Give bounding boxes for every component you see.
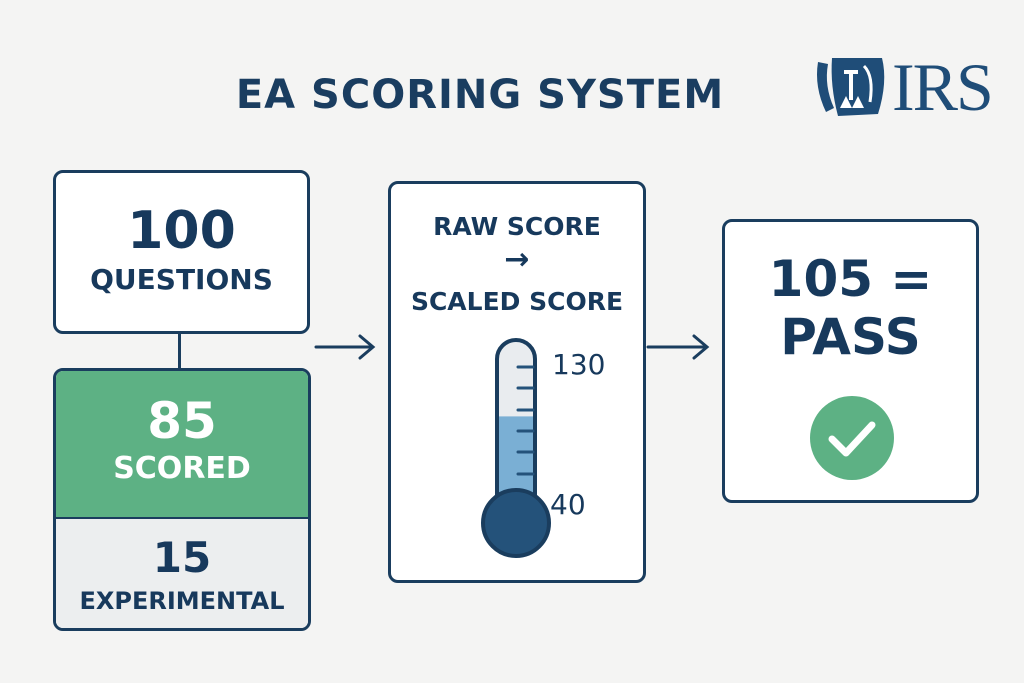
questions-number: 100 — [127, 201, 236, 261]
arrow-right-icon — [314, 334, 376, 360]
thermometer-max-label: 130 — [552, 348, 606, 381]
thermometer-min-label: 40 — [550, 488, 586, 521]
page-title: EA SCORING SYSTEM — [235, 72, 725, 118]
scored-number: 85 — [147, 392, 217, 450]
thermometer-gauge — [481, 338, 551, 558]
experimental-number: 15 — [152, 533, 212, 582]
experimental-section: 15 EXPERIMENTAL — [56, 519, 308, 628]
thermometer-bulb — [481, 488, 551, 558]
total-questions-card: 100 QUESTIONS — [53, 170, 310, 334]
pass-label: PASS — [780, 308, 921, 366]
question-breakdown-card: 85 SCORED 15 EXPERIMENTAL — [53, 368, 311, 631]
scored-section: 85 SCORED — [56, 371, 308, 519]
check-circle-icon — [810, 396, 894, 480]
thermometer-ticks — [516, 365, 535, 476]
questions-label: QUESTIONS — [90, 263, 273, 296]
pass-score: 105 = — [768, 250, 933, 308]
irs-logo: IRS — [812, 49, 1012, 125]
raw-score-label: RAW SCORE — [433, 212, 601, 241]
conversion-arrow: → — [504, 242, 530, 277]
connector-line — [178, 333, 181, 369]
scored-label: SCORED — [113, 451, 251, 486]
scaled-score-label: SCALED SCORE — [410, 287, 624, 316]
eagle-seal-icon — [817, 58, 885, 116]
arrow-right-icon — [646, 334, 710, 360]
experimental-label: EXPERIMENTAL — [79, 587, 285, 615]
